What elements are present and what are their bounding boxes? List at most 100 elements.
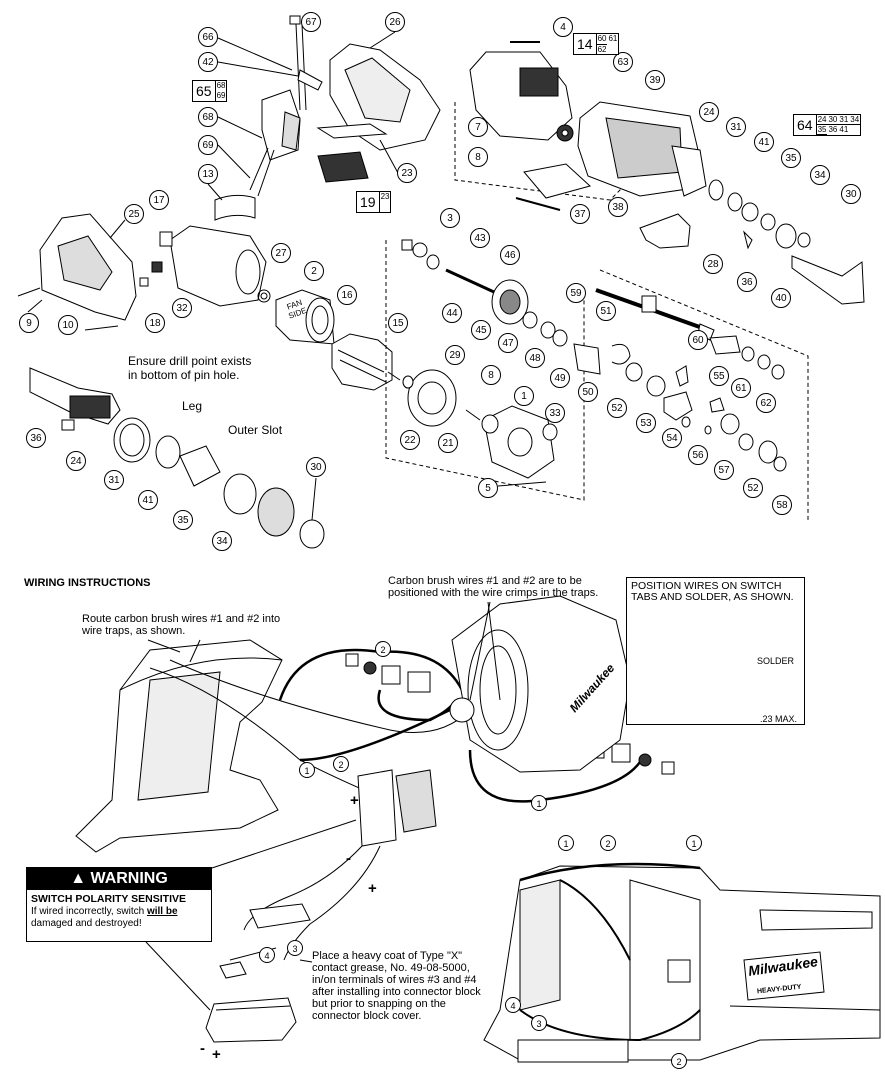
- kit-part-number: 68: [216, 81, 226, 90]
- kit-part-number: 36: [828, 125, 838, 134]
- part-callout-27: 27: [271, 243, 291, 263]
- kit-part-number: 69: [216, 91, 226, 100]
- part-callout-31: 31: [726, 117, 746, 137]
- blade-clamp-stack: [708, 179, 811, 249]
- kit-number: 19: [357, 192, 380, 212]
- switch-tab-detail-box: POSITION WIRES ON SWITCH TABS AND SOLDER…: [626, 577, 805, 725]
- part-callout-36: 36: [26, 428, 46, 448]
- warning-heading: ▲ WARNING: [27, 868, 211, 890]
- armature: [331, 333, 401, 391]
- part-callout-3: 3: [440, 208, 460, 228]
- part-callout-41: 41: [754, 132, 774, 152]
- kit-part-number: 30: [827, 115, 839, 125]
- switch-plus-sign-2: +: [368, 880, 377, 897]
- leg-label: Leg: [182, 399, 203, 413]
- part-callout-35: 35: [173, 510, 193, 530]
- part-callout-52: 52: [743, 478, 763, 498]
- part-callout-48: 48: [525, 348, 545, 368]
- handle-housing-wiring: [75, 639, 471, 853]
- switch-box-title: POSITION WIRES ON SWITCH TABS AND SOLDER…: [631, 580, 794, 603]
- part-callout-66: 66: [198, 27, 218, 47]
- wire-callout-1: 1: [686, 835, 702, 851]
- part-callout-10: 10: [58, 315, 78, 335]
- part-callout-13: 13: [198, 164, 218, 184]
- gear-case: [469, 41, 574, 142]
- part-callout-44: 44: [442, 303, 462, 323]
- part-callout-34: 34: [810, 165, 830, 185]
- kit-part-number: 34: [849, 115, 861, 125]
- part-callout-9: 9: [19, 313, 39, 333]
- part-callout-4: 4: [553, 17, 573, 37]
- part-callout-37: 37: [570, 204, 590, 224]
- part-callout-33: 33: [545, 403, 565, 423]
- part-callout-45: 45: [471, 320, 491, 340]
- part-callout-63: 63: [613, 52, 633, 72]
- part-callout-42: 42: [198, 52, 218, 72]
- part-callout-69: 69: [198, 135, 218, 155]
- boot: [577, 101, 707, 197]
- part-callout-41: 41: [138, 490, 158, 510]
- part-callout-32: 32: [172, 298, 192, 318]
- kit-part-number: 62: [597, 44, 607, 54]
- wire-callout-2: 2: [375, 641, 391, 657]
- kit-part-number: 41: [839, 125, 849, 134]
- part-callout-8: 8: [468, 147, 488, 167]
- part-callout-5: 5: [478, 478, 498, 498]
- part-callout-61: 61: [731, 378, 751, 398]
- assembled-tool-view: [483, 862, 881, 1063]
- warning-body: If wired incorrectly, switch will be dam…: [31, 906, 178, 929]
- part-callout-67: 67: [301, 12, 321, 32]
- part-callout-7: 7: [468, 117, 488, 137]
- part-callout-8: 8: [481, 365, 501, 385]
- switch-plus-sign: +: [350, 792, 359, 809]
- wire-callout-2: 2: [600, 835, 616, 851]
- part-callout-60: 60: [688, 330, 708, 350]
- wire-callout-1: 1: [299, 762, 315, 778]
- part-callout-59: 59: [566, 283, 586, 303]
- wire-callout-2: 2: [671, 1053, 687, 1069]
- motor-housing-wiring: [449, 595, 631, 773]
- part-callout-38: 38: [608, 197, 628, 217]
- part-callout-24: 24: [66, 451, 86, 471]
- part-callout-28: 28: [703, 254, 723, 274]
- wire-callout-2: 2: [333, 756, 349, 772]
- part-callout-47: 47: [498, 333, 518, 353]
- wire-callout-1: 1: [558, 835, 574, 851]
- part-callout-29: 29: [445, 345, 465, 365]
- kit-part-number: 60: [596, 34, 608, 45]
- part-callout-30: 30: [841, 184, 861, 204]
- part-callout-26: 26: [385, 12, 405, 32]
- warning-box: ▲ WARNING SWITCH POLARITY SENSITIVE If w…: [26, 867, 212, 942]
- part-callout-31: 31: [104, 470, 124, 490]
- part-callout-49: 49: [550, 368, 570, 388]
- part-callout-43: 43: [470, 228, 490, 248]
- wire-callout-3: 3: [531, 1015, 547, 1031]
- clamp-detail: [29, 367, 325, 549]
- part-callout-55: 55: [709, 366, 729, 386]
- warning-subheading: SWITCH POLARITY SENSITIVE: [31, 893, 186, 905]
- switch-minus-sign: -: [346, 850, 351, 867]
- wire-callout-4: 4: [505, 997, 521, 1013]
- wiring-title: WIRING INSTRUCTIONS: [24, 577, 151, 589]
- part-callout-57: 57: [714, 460, 734, 480]
- part-callout-36: 36: [737, 272, 757, 292]
- part-callout-50: 50: [578, 382, 598, 402]
- part-callout-22: 22: [400, 430, 420, 450]
- kit-part-number: 24: [816, 115, 828, 125]
- part-callout-1: 1: [514, 386, 534, 406]
- housing-half: [329, 31, 441, 151]
- drill-point-note: Ensure drill point exists in bottom of p…: [128, 354, 252, 382]
- kit-part-number: 31: [838, 115, 850, 125]
- part-callout-39: 39: [645, 70, 665, 90]
- kit-number: 14: [574, 34, 597, 54]
- part-callout-16: 16: [337, 285, 357, 305]
- block-minus-sign: -: [200, 1040, 205, 1057]
- part-callout-2: 2: [304, 261, 324, 281]
- part-callout-58: 58: [772, 495, 792, 515]
- kit-number: 65: [193, 81, 216, 101]
